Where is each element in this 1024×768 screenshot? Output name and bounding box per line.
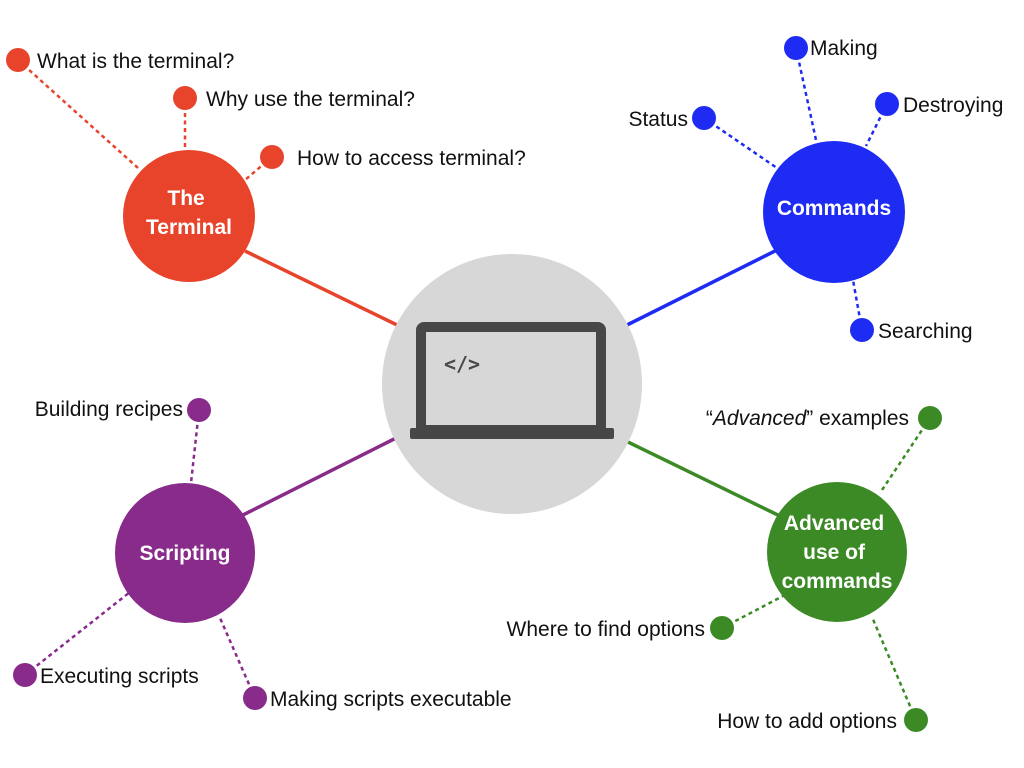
- svg-text:Commands: Commands: [777, 197, 891, 220]
- subtopic-dot: [173, 86, 197, 110]
- advanced-title-line: use of: [803, 541, 866, 564]
- advanced-sub-connector: [870, 616, 918, 721]
- subtopic-label: How to add options: [717, 710, 897, 733]
- subtopic-dot: [260, 145, 284, 169]
- advanced-title-line: Advanced: [784, 512, 884, 535]
- scripting-connector: [242, 436, 397, 517]
- terminal-title-line: The: [167, 187, 204, 210]
- subtopic-label: Why use the terminal?: [206, 88, 415, 111]
- advanced-connector: [627, 440, 785, 520]
- subtopic-label: Status: [628, 108, 688, 131]
- center-node: [382, 254, 642, 514]
- scripting-sub-connector: [189, 409, 201, 484]
- subtopic-label: Destroying: [903, 94, 1003, 117]
- subtopic-label: Building recipes: [35, 398, 183, 421]
- subtopic-label: “Advanced” examples: [706, 407, 909, 430]
- advanced-title-line: commands: [782, 570, 893, 593]
- scripting-title-line: Scripting: [139, 542, 230, 565]
- subtopic-label: What is the terminal?: [37, 50, 234, 73]
- terminal-hub: The Terminal: [123, 150, 255, 282]
- svg-text:Advanced use of co: Advanced use of commands: [782, 512, 893, 593]
- terminal-connector: [244, 249, 398, 327]
- svg-text:Scripting: Scripting: [139, 542, 230, 565]
- subtopic-dot: [6, 48, 30, 72]
- advanced-sub-connector: [878, 417, 932, 494]
- terminal-sub-connector: [17, 59, 139, 169]
- commands-sub-connector: [703, 116, 778, 170]
- subtopic-dot: [13, 663, 37, 687]
- subtopic-label: How to access terminal?: [297, 147, 526, 170]
- terminal-title-line: Terminal: [146, 216, 232, 239]
- scripting-sub-connector: [24, 591, 131, 676]
- subtopic-dot: [850, 318, 874, 342]
- commands-hub: Commands: [763, 141, 905, 283]
- commands-title-line: Commands: [777, 197, 891, 220]
- subtopic-label: Executing scripts: [40, 665, 199, 688]
- subtopic-label: Making: [810, 37, 878, 60]
- code-symbol: </>: [444, 352, 480, 376]
- scripting-hub: Scripting: [115, 483, 255, 623]
- scripting-sub-connector: [218, 617, 257, 699]
- terminal-sub-connector: [244, 156, 273, 181]
- subtopic-dot: [784, 36, 808, 60]
- subtopic-dot: [918, 406, 942, 430]
- svg-text:The Terminal: The Terminal: [146, 187, 232, 239]
- commands-sub-connector: [794, 47, 818, 141]
- laptop-code-icon: </>: [410, 322, 614, 439]
- subtopic-dot: [904, 708, 928, 732]
- subtopic-label: Where to find options: [507, 618, 705, 641]
- subtopic-dot: [875, 92, 899, 116]
- subtopic-label: Making scripts executable: [270, 688, 512, 711]
- commands-connector: [626, 248, 778, 327]
- subtopic-dot: [187, 398, 211, 422]
- subtopic-dot: [692, 106, 716, 130]
- subtopic-dot: [243, 686, 267, 710]
- subtopic-dot: [710, 616, 734, 640]
- subtopic-label: Searching: [878, 320, 973, 343]
- advanced-hub: Advanced use of commands: [767, 482, 907, 622]
